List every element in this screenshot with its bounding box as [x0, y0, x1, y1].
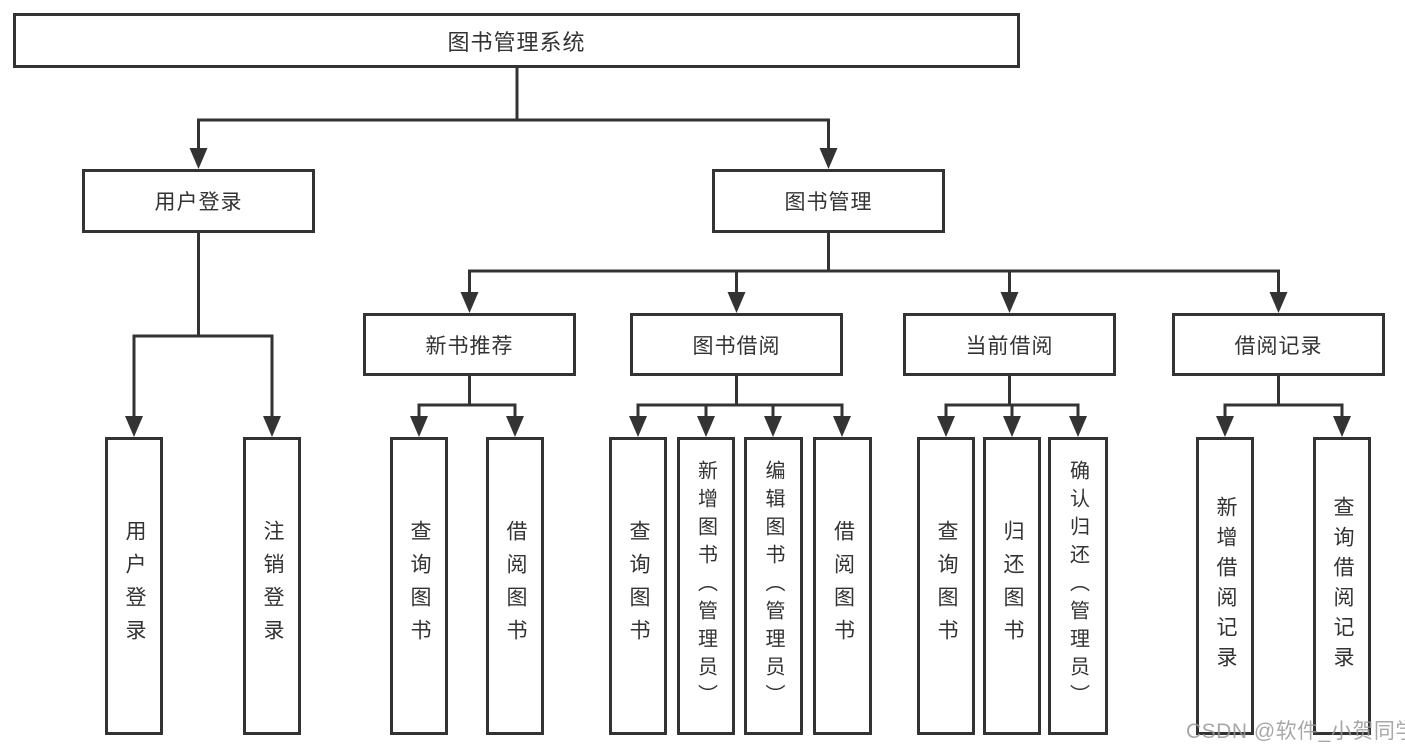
node-book-management: 图书管理	[712, 169, 945, 233]
node-book-borrowing: 图书借阅	[630, 313, 843, 376]
node-borrowing-records: 借阅记录	[1172, 313, 1385, 376]
leaf-edit-book-admin: 编辑图书（管理员）	[744, 437, 803, 735]
node-library-management-system: 图书管理系统	[13, 13, 1020, 68]
leaf-borrow-books-recommend: 借阅图书	[486, 437, 544, 735]
leaf-query-books-current: 查询图书	[917, 437, 975, 735]
leaf-query-borrow-record: 查询借阅记录	[1313, 437, 1371, 735]
leaf-logout: 注销登录	[243, 437, 301, 735]
leaf-query-books-recommend: 查询图书	[390, 437, 448, 735]
node-current-borrowing: 当前借阅	[903, 313, 1116, 376]
node-new-book-recommendation: 新书推荐	[363, 313, 576, 376]
leaf-add-book-admin: 新增图书（管理员）	[677, 437, 735, 735]
arrowheads	[125, 148, 1351, 437]
leaf-add-borrow-record: 新增借阅记录	[1196, 437, 1254, 735]
leaf-return-books: 归还图书	[983, 437, 1041, 735]
leaf-query-books-borrowing: 查询图书	[609, 437, 667, 735]
leaf-user-login: 用户登录	[105, 437, 163, 735]
watermark-text: CSDN @软件_小贺同学	[1186, 720, 1405, 743]
node-user-login: 用户登录	[82, 169, 315, 233]
leaf-confirm-return-admin: 确认归还（管理员）	[1048, 437, 1108, 735]
leaf-borrow-books-borrowing: 借阅图书	[813, 437, 872, 735]
